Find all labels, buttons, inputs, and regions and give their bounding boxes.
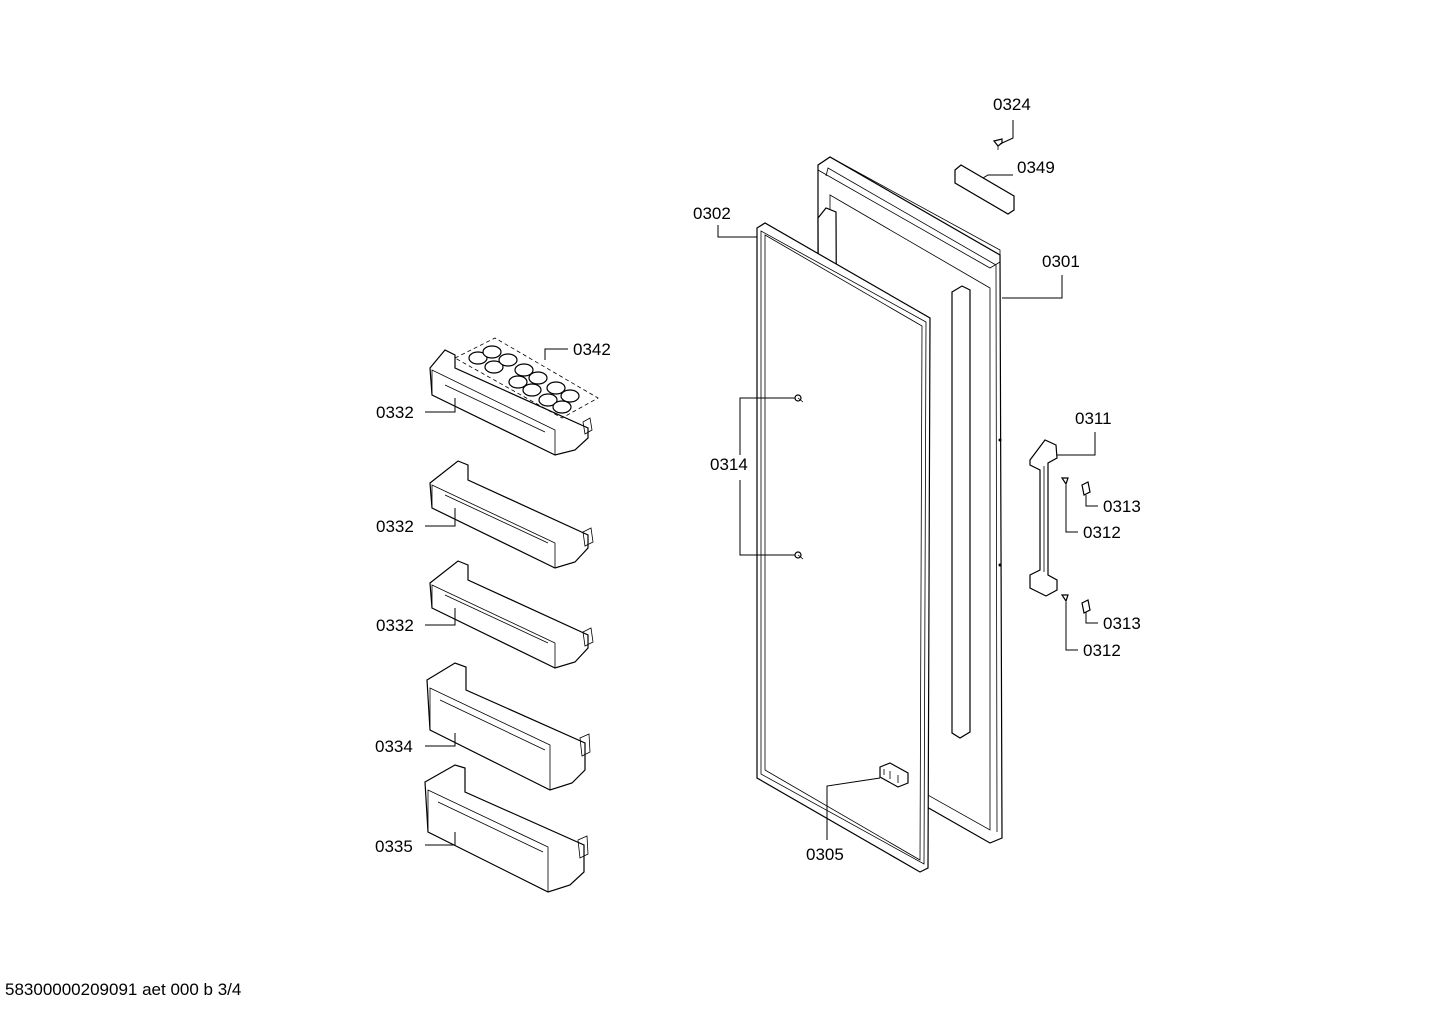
label-0349: 0349 [1017, 158, 1055, 177]
label-0332-c: 0332 [376, 616, 414, 635]
label-0334: 0334 [375, 737, 413, 756]
label-0302: 0302 [693, 204, 731, 223]
screw-0314-top [794, 394, 804, 403]
label-0305: 0305 [806, 845, 844, 864]
label-0313-b: 0313 [1103, 614, 1141, 633]
door-shelf-bottle-0335 [424, 764, 589, 893]
label-0332-a: 0332 [376, 403, 414, 422]
door-gasket [756, 222, 931, 873]
nut-0313-bottom [1081, 599, 1091, 614]
bracket-0349 [954, 164, 1015, 215]
nut-0313-top [1081, 481, 1091, 496]
label-0301: 0301 [1042, 252, 1080, 271]
label-0311: 0311 [1075, 409, 1112, 428]
door-shelf-2 [429, 460, 594, 569]
door-shelf-3 [429, 560, 594, 669]
label-0335: 0335 [375, 837, 413, 856]
label-0312-b: 0312 [1083, 641, 1121, 660]
label-0313-a: 0313 [1103, 497, 1141, 516]
label-0324: 0324 [993, 95, 1031, 114]
screw-0312-bottom [1060, 594, 1069, 603]
door-shelf-bottle-0334 [426, 662, 591, 791]
screw-0324 [992, 138, 1003, 150]
label-0332-b: 0332 [376, 517, 414, 536]
door-handle [1029, 439, 1058, 597]
document-footer-code: 58300000209091 aet 000 b 3/4 [5, 980, 242, 999]
label-0342: 0342 [573, 340, 611, 359]
label-0312-a: 0312 [1083, 523, 1121, 542]
leader-lines [425, 120, 1098, 846]
screw-0312-top [1060, 477, 1069, 486]
door-shelf-egg-tray [429, 337, 599, 456]
label-0314: 0314 [710, 455, 748, 474]
